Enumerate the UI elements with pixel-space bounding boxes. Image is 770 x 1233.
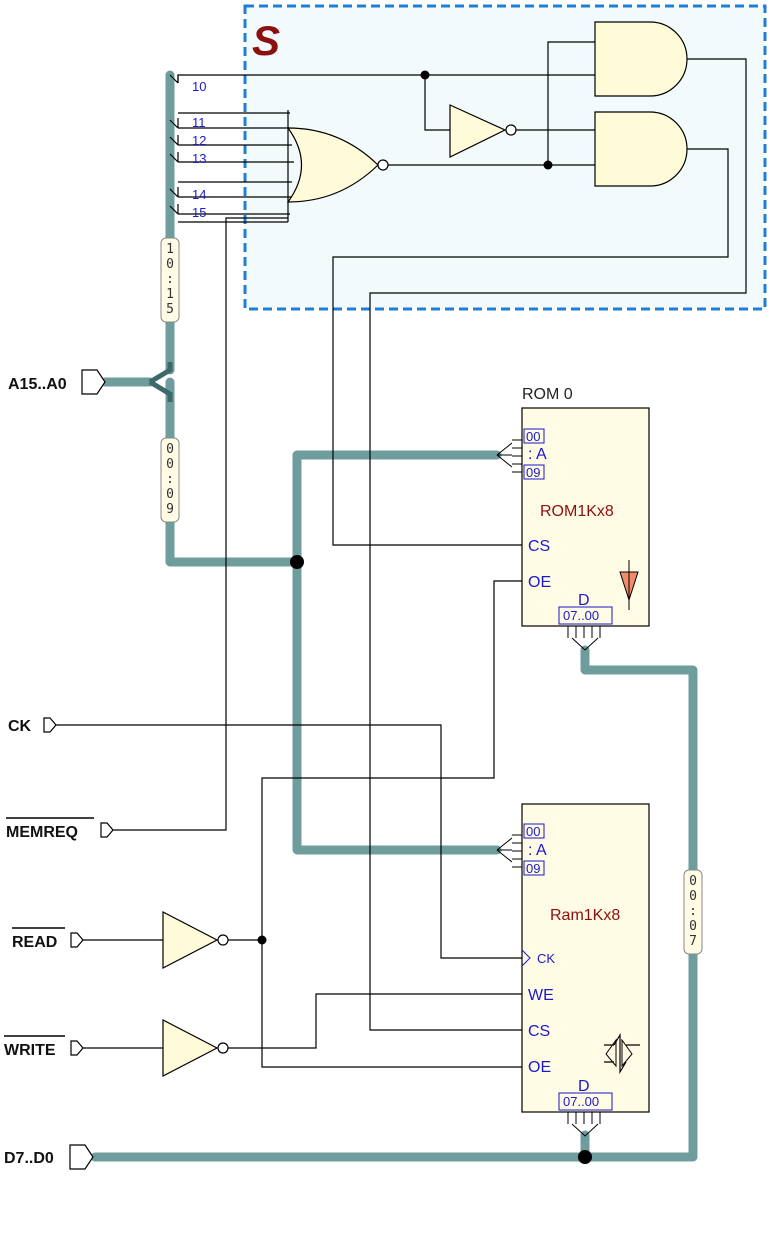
data-bus-junction <box>578 1150 592 1164</box>
addr-line-11: 11 <box>192 115 206 130</box>
rom-d-range: 07..00 <box>563 608 599 623</box>
rom-title: ROM 0 <box>522 386 573 403</box>
port-memreq[interactable]: MEMREQ <box>6 817 114 841</box>
inverter-a10[interactable] <box>449 104 507 158</box>
ram-d-range: 07..00 <box>563 1094 599 1109</box>
addr-line-14: 14 <box>192 187 206 202</box>
nor-gate[interactable] <box>286 127 379 203</box>
bus-label-low: 0 0 : 0 9 <box>160 437 180 523</box>
svg-text:CK: CK <box>8 718 32 735</box>
svg-text:5: 5 <box>166 302 174 317</box>
rom-d-pin: D <box>578 592 590 609</box>
svg-text:0: 0 <box>689 874 697 889</box>
and-gate-1[interactable] <box>594 21 688 97</box>
ram-addr-top: 00 <box>526 824 540 839</box>
inverter-read-bubble <box>217 934 229 946</box>
svg-text:READ: READ <box>12 934 57 951</box>
svg-text:1: 1 <box>166 242 174 257</box>
ram-we-pin: WE <box>528 987 554 1004</box>
rom-addr-bottom: 09 <box>526 465 540 480</box>
rom-cs-pin: CS <box>528 538 550 555</box>
svg-text::: : <box>689 904 697 919</box>
svg-text:0: 0 <box>689 919 697 934</box>
wire-memreq <box>113 217 288 831</box>
rom-addr-top: 00 <box>526 429 540 444</box>
svg-text:D7..D0: D7..D0 <box>4 1150 54 1167</box>
bus-splitter <box>148 367 172 397</box>
rom-oe-pin: OE <box>528 574 551 591</box>
svg-text:WRITE: WRITE <box>4 1042 56 1059</box>
data-bus[interactable] <box>90 645 698 1162</box>
inverter-a10-bubble <box>505 124 517 136</box>
ram-type-icon <box>604 1032 640 1075</box>
address-bus-junction <box>290 555 304 569</box>
address-bus-low[interactable] <box>165 377 302 567</box>
svg-text:0: 0 <box>166 457 174 472</box>
rom-addr-connector <box>496 439 522 473</box>
port-read[interactable]: READ <box>12 927 84 951</box>
inverter-read[interactable] <box>162 911 219 969</box>
ram-chip[interactable] <box>521 803 650 1113</box>
inverter-write[interactable] <box>162 1019 219 1077</box>
selection-label: S <box>252 17 280 64</box>
svg-text:0: 0 <box>166 442 174 457</box>
addr-line-10: 10 <box>192 79 206 94</box>
port-write[interactable]: WRITE <box>4 1035 84 1059</box>
inverter-write-bubble <box>217 1042 229 1054</box>
ram-ck-pin: CK <box>537 951 555 966</box>
ram-cs-pin: CS <box>528 1023 550 1040</box>
rom-name: ROM1Kx8 <box>540 503 614 520</box>
nor-bubble <box>377 159 389 171</box>
bus-label-high: 1 0 : 1 5 <box>160 237 180 323</box>
addr-line-12: 12 <box>192 133 206 148</box>
port-data[interactable]: D7..D0 <box>4 1144 94 1170</box>
ram-oe-pin: OE <box>528 1059 551 1076</box>
address-bus-main[interactable] <box>292 450 502 567</box>
port-clock[interactable]: CK <box>8 717 57 735</box>
addr-line-13: 13 <box>192 151 206 166</box>
ram-addr-sep: : A <box>528 842 547 859</box>
svg-text:1: 1 <box>166 287 174 302</box>
addr-line-15: 15 <box>192 205 206 220</box>
wire-clock <box>56 724 525 959</box>
svg-text:0: 0 <box>166 257 174 272</box>
address-bus-ram[interactable] <box>292 557 502 855</box>
svg-text:0: 0 <box>166 487 174 502</box>
ram-d-pin: D <box>578 1078 590 1095</box>
svg-text::: : <box>166 472 174 487</box>
rom-addr-sep: : A <box>528 446 547 463</box>
and-gate-2[interactable] <box>594 111 688 187</box>
ram-name: Ram1Kx8 <box>550 907 620 924</box>
rom-data-connector <box>567 626 601 651</box>
bus-label-data: 0 0 : 0 7 <box>683 869 703 955</box>
svg-text:7: 7 <box>689 934 697 949</box>
ram-addr-connector <box>496 834 522 868</box>
ram-addr-bottom: 09 <box>526 861 540 876</box>
svg-text:0: 0 <box>689 889 697 904</box>
svg-text:9: 9 <box>166 502 174 517</box>
address-taps <box>169 74 425 215</box>
svg-text::: : <box>166 272 174 287</box>
ram-data-connector <box>567 1112 601 1137</box>
port-address[interactable]: A15..A0 <box>8 369 106 395</box>
svg-text:MEMREQ: MEMREQ <box>6 824 78 841</box>
svg-text:A15..A0: A15..A0 <box>8 376 67 393</box>
